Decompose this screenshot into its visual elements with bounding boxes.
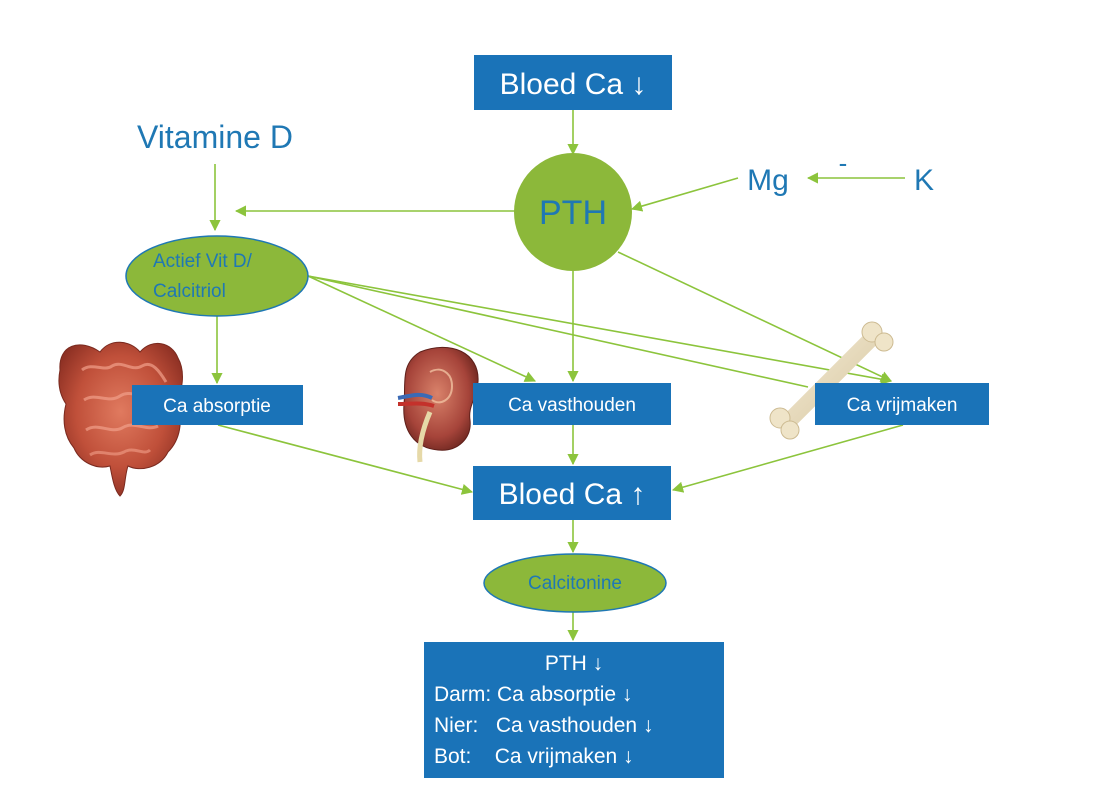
edge-vrijmaken-to-bloed-up	[671, 424, 904, 493]
actief-vit-d-line1: Actief Vit D/	[153, 251, 253, 272]
node-actief-vit-d: Actief Vit D/ Calcitriol	[125, 235, 309, 317]
node-pth: PTH	[514, 153, 632, 271]
summary-line-bot: Bot: Ca vrijmaken ↓	[434, 745, 634, 768]
ca-vasthouden-label: Ca vasthouden	[508, 395, 636, 416]
edge-actief-to-vasthouden	[307, 275, 537, 382]
edges	[209, 110, 905, 642]
kidney-illustration	[397, 347, 479, 463]
intestine-illustration	[58, 341, 183, 497]
mg-label: Mg	[747, 164, 789, 197]
pth-label: PTH	[539, 194, 607, 232]
summary-line-darm: Darm: Ca absorptie ↓	[434, 683, 632, 706]
edge-actief-to-vrijmaken-1	[307, 275, 893, 385]
node-ca-vrijmaken: Ca vrijmaken	[815, 383, 989, 425]
bone-illustration	[769, 321, 894, 440]
calcitonine-label: Calcitonine	[528, 573, 622, 594]
node-ca-vasthouden: Ca vasthouden	[473, 383, 671, 425]
actief-vit-d-line2: Calcitriol	[153, 281, 226, 302]
k-label: K	[914, 164, 934, 197]
bloed-ca-down-label: Bloed Ca ↓	[500, 68, 647, 101]
vitamine-d-label: Vitamine D	[137, 119, 293, 155]
minus-sign: -	[839, 148, 848, 178]
node-bloed-ca-down: Bloed Ca ↓	[474, 55, 672, 110]
edge-absorptie-to-bloed-up	[217, 424, 474, 495]
summary-line-nier: Nier: Ca vasthouden ↓	[434, 714, 653, 737]
summary-box: PTH ↓ Darm: Ca absorptie ↓ Nier: Ca vast…	[424, 642, 724, 778]
node-bloed-ca-up: Bloed Ca ↑	[473, 466, 671, 520]
node-calcitonine: Calcitonine	[483, 553, 667, 613]
edge-mg-to-pth	[630, 177, 739, 212]
node-ca-absorptie: Ca absorptie	[132, 385, 303, 425]
edge-actief-to-vrijmaken-2	[307, 275, 809, 388]
bloed-ca-up-label: Bloed Ca ↑	[499, 478, 646, 511]
ca-absorptie-label: Ca absorptie	[163, 396, 271, 417]
ca-vrijmaken-label: Ca vrijmaken	[847, 395, 958, 416]
summary-line-pth: PTH ↓	[545, 652, 603, 675]
